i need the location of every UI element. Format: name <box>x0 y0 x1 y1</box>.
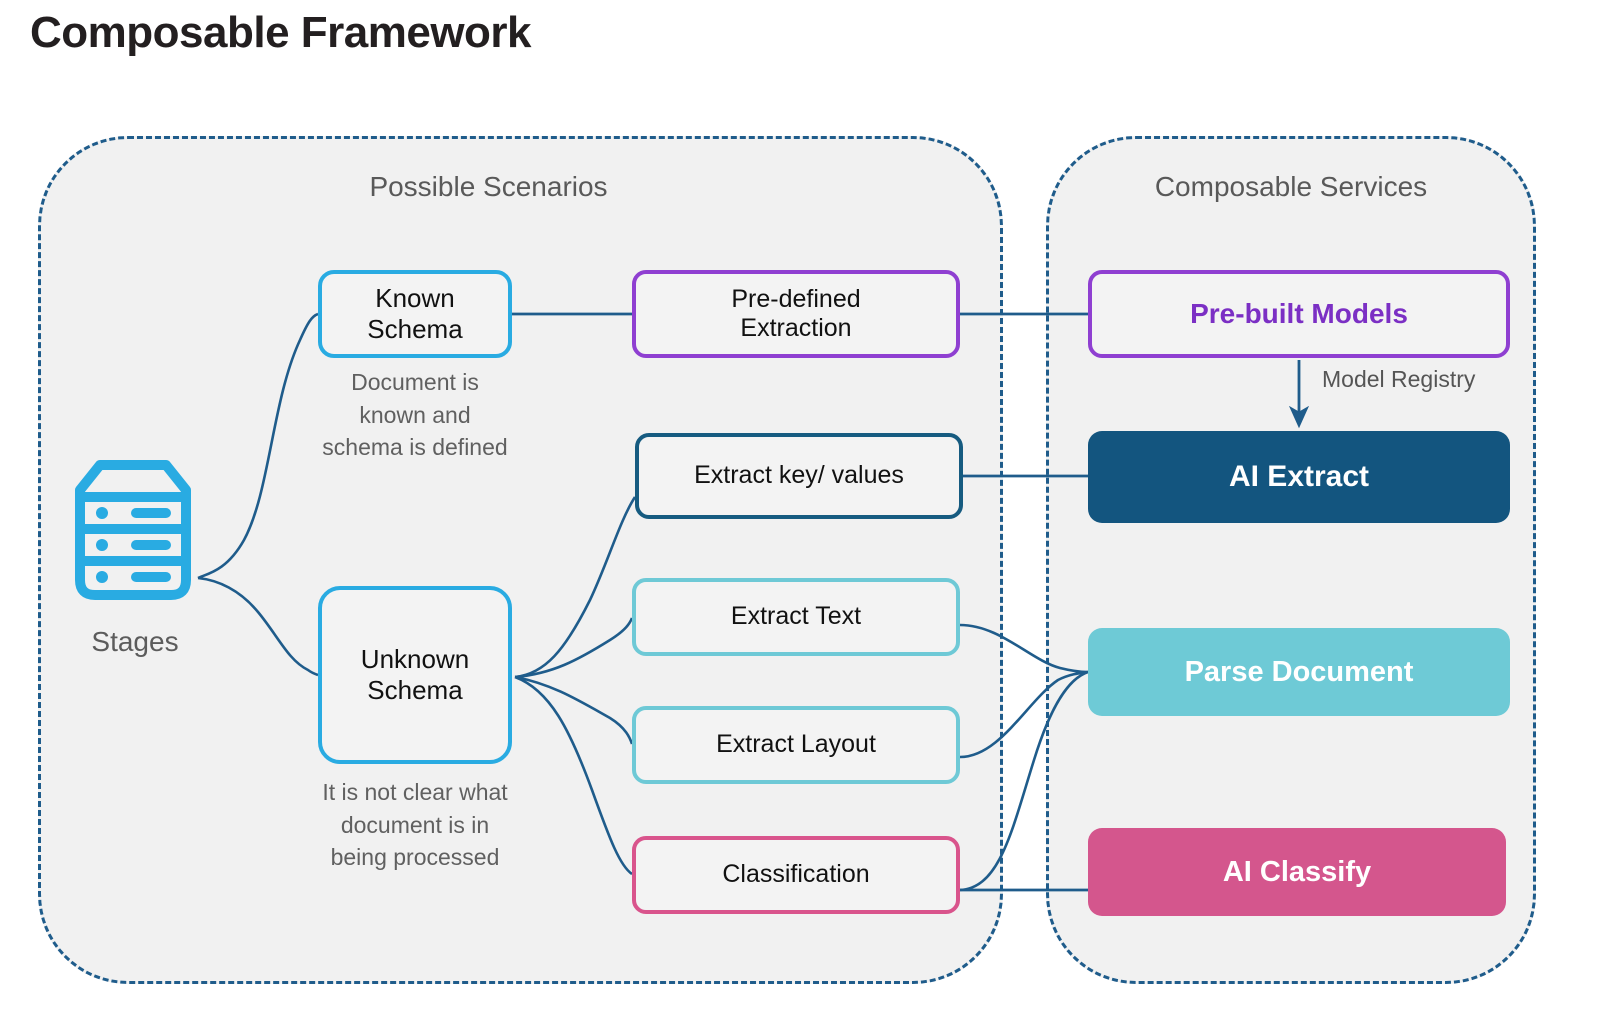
known-schema-line2: Schema <box>367 314 463 344</box>
node-pre-defined-extraction-label: Pre-defined Extraction <box>731 285 860 344</box>
node-pre-defined-extraction[interactable]: Pre-defined Extraction <box>632 270 960 358</box>
node-ai-classify-label: AI Classify <box>1222 855 1372 888</box>
node-extract-layout-label: Extract Layout <box>716 730 876 759</box>
group-title-possible-scenarios: Possible Scenarios <box>369 171 608 202</box>
node-parse-document-label: Parse Document <box>1184 655 1414 688</box>
node-classification-label: Classification <box>722 860 870 889</box>
node-extract-text-label: Extract Text <box>730 602 862 631</box>
node-ai-extract[interactable]: AI Extract <box>1088 431 1510 523</box>
pre-defined-extraction-line2: Extraction <box>740 314 852 342</box>
node-extract-key-values[interactable]: Extract key/ values <box>635 433 963 519</box>
node-ai-extract-label: AI Extract <box>1228 460 1370 494</box>
node-ai-classify[interactable]: AI Classify <box>1088 828 1506 916</box>
node-known-schema-label: Known Schema <box>367 283 462 344</box>
group-title-composable-services: Composable Services <box>1154 171 1428 202</box>
node-prebuilt-models[interactable]: Pre-built Models <box>1088 270 1510 358</box>
node-classification[interactable]: Classification <box>632 836 960 914</box>
node-extract-key-values-label: Extract key/ values <box>694 461 904 490</box>
node-prebuilt-models-label: Pre-built Models <box>1190 298 1408 330</box>
known-schema-line1: Known <box>375 283 455 314</box>
node-unknown-schema-label: Unknown Schema <box>361 644 469 705</box>
node-unknown-schema[interactable]: Unknown Schema <box>318 586 512 764</box>
unknown-schema-line2: Schema <box>367 675 463 705</box>
pre-defined-extraction-line1: Pre-defined <box>731 284 861 313</box>
caption-known-schema: Document is known and schema is defined <box>322 369 508 461</box>
edge-label-model-registry: Model Registry <box>1322 366 1476 392</box>
stages-label: Stages <box>91 626 179 657</box>
node-parse-document[interactable]: Parse Document <box>1088 628 1510 716</box>
node-known-schema[interactable]: Known Schema <box>318 270 512 358</box>
server-stack-icon <box>75 460 191 600</box>
node-extract-text[interactable]: Extract Text <box>632 578 960 656</box>
caption-unknown-schema: It is not clear what document is in bein… <box>322 779 508 871</box>
page-title: Composable Framework <box>30 8 532 57</box>
stages-node[interactable] <box>68 455 198 655</box>
node-extract-layout[interactable]: Extract Layout <box>632 706 960 784</box>
unknown-schema-line1: Unknown <box>360 644 470 675</box>
